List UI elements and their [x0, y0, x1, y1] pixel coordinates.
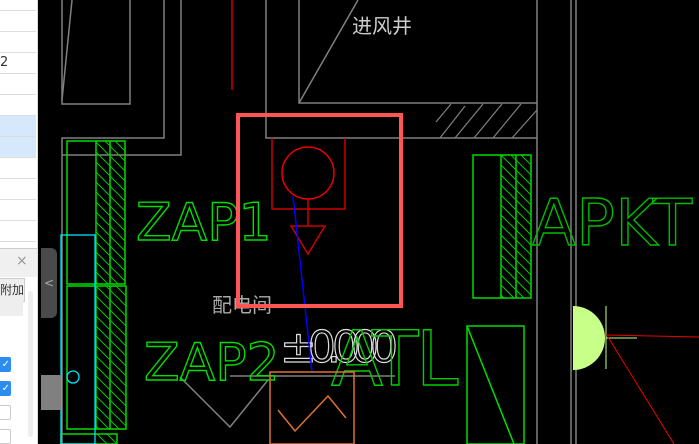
- hatch-line: [95, 395, 127, 427]
- selection-box[interactable]: [236, 113, 403, 308]
- label-t: T: [371, 314, 419, 403]
- wall-hatch: [435, 103, 538, 139]
- hatch-line: [500, 164, 532, 196]
- label-apkt: APKT: [532, 187, 693, 261]
- list-item[interactable]: [0, 95, 36, 116]
- hatch-line: [520, 154, 532, 166]
- list-item[interactable]: [0, 158, 36, 179]
- hatch-line: [500, 254, 532, 286]
- hatch-line: [95, 315, 127, 347]
- label-zap1: ZAP1: [136, 193, 272, 253]
- hatch-line: [95, 231, 126, 262]
- list-item[interactable]: [0, 32, 36, 53]
- hatch-line: [500, 244, 532, 276]
- hatch-line: [500, 284, 515, 299]
- hatch-line: [95, 261, 119, 285]
- properties-panel: 2 × 附加 ✓ ✓: [0, 0, 38, 444]
- hatch-line: [95, 271, 109, 285]
- list-item[interactable]: [0, 137, 36, 158]
- hatch-line: [500, 184, 532, 216]
- close-icon[interactable]: ×: [16, 253, 28, 269]
- collapse-panel-button[interactable]: <: [41, 248, 57, 318]
- label-zap2: ZAP2: [144, 333, 280, 393]
- label-shaft: 进风井: [352, 14, 412, 38]
- hatch-line: [95, 295, 127, 327]
- list-item[interactable]: [0, 11, 36, 32]
- hatch-line: [95, 171, 126, 202]
- list-item[interactable]: [0, 116, 36, 137]
- hatch-line: [95, 285, 127, 317]
- walls: [61, 0, 577, 444]
- hatch-line: [114, 140, 126, 152]
- hatch-line: [115, 285, 127, 297]
- hatch-line: [105, 285, 127, 307]
- list-item[interactable]: [0, 74, 36, 95]
- hatch-line: [95, 345, 127, 377]
- label-l: L: [416, 314, 458, 403]
- grey-bar: [0, 301, 23, 316]
- checkbox[interactable]: [0, 429, 11, 444]
- list-item[interactable]: [0, 221, 36, 242]
- hatch-line: [95, 335, 127, 367]
- scrollbar[interactable]: [28, 291, 33, 437]
- hatch-line: [95, 385, 127, 417]
- hatch-line: [95, 281, 99, 285]
- hatch-line: [95, 355, 127, 387]
- lamp-symbol: [573, 306, 699, 444]
- hatch-line: [500, 204, 532, 236]
- cyan-outline: [60, 234, 96, 444]
- hatch-line: [95, 201, 126, 232]
- hatch-line: [95, 375, 127, 407]
- checkbox[interactable]: ✓: [0, 357, 11, 372]
- hatch-line: [500, 274, 525, 299]
- hatch-line: [95, 191, 126, 222]
- hatch-line: [106, 433, 118, 444]
- hatch-line: [95, 325, 127, 357]
- list-item[interactable]: 2: [0, 53, 36, 74]
- hatch-line: [500, 194, 532, 226]
- hatch-line: [95, 405, 120, 430]
- label-a: A: [331, 314, 383, 403]
- hatch-line: [95, 151, 126, 182]
- list-item[interactable]: [0, 0, 36, 11]
- hatch-line: [500, 264, 532, 296]
- hatch-line: [95, 415, 110, 430]
- hatch-line: [104, 140, 126, 162]
- checkbox[interactable]: [0, 405, 11, 420]
- hatch-line: [500, 234, 532, 266]
- fixture-symbol[interactable]: [271, 138, 346, 256]
- add-button[interactable]: 附加: [0, 278, 25, 302]
- hatch-line: [95, 251, 126, 282]
- hatch-line: [95, 141, 126, 172]
- orange-box: [269, 371, 355, 444]
- sub-panel: × 附加 ✓ ✓: [0, 248, 37, 444]
- hatch-line: [95, 305, 127, 337]
- label-elevation: ±0.000: [280, 322, 398, 373]
- hatch-line: [95, 181, 126, 212]
- hatch-line: [95, 241, 126, 272]
- equipment-cabinets: [60, 140, 532, 444]
- hatch-line: [95, 425, 100, 430]
- hatch-line: [95, 161, 126, 192]
- hatch-line: [500, 214, 532, 246]
- cabinet-hatch: [95, 140, 532, 444]
- hatch-line: [96, 433, 108, 444]
- hatch-line: [510, 154, 532, 176]
- list-item[interactable]: [0, 200, 36, 221]
- hatch-line: [500, 154, 532, 186]
- hatch-line: [95, 211, 126, 242]
- hatch-line: [95, 365, 127, 397]
- hatch-line: [500, 294, 505, 299]
- toolbar-stub: [41, 375, 61, 410]
- wire-line: [292, 195, 313, 373]
- hatch-line: [95, 221, 126, 252]
- checkbox[interactable]: ✓: [0, 381, 11, 396]
- hatch-line: [500, 174, 532, 206]
- sub-panel-header: ×: [0, 249, 37, 277]
- list-item[interactable]: [0, 179, 36, 200]
- hatch-line: [500, 224, 532, 256]
